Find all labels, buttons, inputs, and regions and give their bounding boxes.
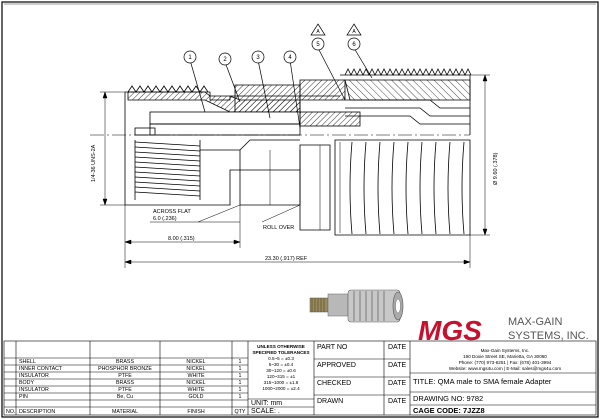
bom-header-description: DESCRIPTION — [19, 409, 55, 415]
delta-label-5: A — [316, 29, 320, 35]
tolerance-line: 315~1000 = ±1.6 — [264, 380, 299, 385]
bom-row-material: PTFE — [118, 373, 132, 379]
date-label: DATE — [388, 344, 406, 351]
tolerance-line: 0.5~5 = ±0.3 — [268, 356, 294, 361]
checked-label: CHECKED — [317, 380, 351, 387]
product-photo — [309, 289, 404, 323]
balloon-6 — [347, 37, 361, 51]
logo-name-line1: MAX-GAIN — [508, 316, 562, 328]
balloon-1-label: 1 — [188, 55, 192, 61]
bom-row-desc: INNER CONTACT — [19, 366, 63, 372]
balloon-1 — [183, 50, 197, 64]
bom-row-finish: WHITE — [187, 387, 205, 393]
balloon-2 — [218, 52, 232, 66]
bom-row-finish: NICKEL — [186, 380, 205, 386]
bom-row-finish: NICKEL — [186, 366, 205, 372]
bom-row-desc: INSULATOR — [19, 387, 49, 393]
tolerance-line: 1000~2000 = ±2.4 — [262, 386, 300, 391]
bom-row-finish: GOLD — [188, 394, 203, 400]
bom-row-qty: 1 — [239, 359, 242, 365]
logo-mark: MGS — [418, 315, 482, 346]
balloon-5-label: 5 — [316, 42, 320, 48]
balloons — [183, 23, 373, 129]
bom-row-desc: BODY — [19, 380, 34, 386]
across-flat-value: 6.0 (.236) — [153, 216, 177, 222]
bom-row-qty: 1 — [239, 394, 242, 400]
tolerance-line: 5~30 = ±0.4 — [269, 362, 294, 367]
unit-label: UNIT: mm — [251, 400, 282, 407]
cage-code: CAGE CODE: 7JZZ8 — [413, 406, 485, 415]
bom-row-material: BRASS — [116, 380, 134, 386]
tolerance-line: 30~120 = ±0.6 — [266, 368, 296, 373]
bom-row-material: Be, Cu — [117, 394, 133, 400]
drawn-label: DRAWN — [317, 398, 343, 405]
balloon-2-label: 2 — [223, 57, 227, 63]
tolerance-title-2: SPECIFIED TOLERANCES — [252, 350, 309, 355]
company-name: Max-Gain Systems, Inc. — [481, 348, 530, 353]
bom-row-finish: WHITE — [187, 373, 205, 379]
delta-mark-6 — [346, 23, 362, 36]
company-phone: Phone: (770) 973-6251 | Fax: (678) 401-3… — [459, 360, 552, 365]
delta-label-6: A — [352, 29, 356, 35]
date-label: DATE — [388, 380, 406, 387]
bom-header-qty: QTY — [235, 409, 246, 415]
balloon-3-label: 3 — [256, 55, 260, 61]
short-length-dimension: 8.00 (.315) — [168, 236, 195, 242]
date-label: DATE — [388, 362, 406, 369]
bom-row-qty: 1 — [239, 366, 242, 372]
drawing-number: DRAWING NO: 9782 — [413, 394, 483, 403]
tolerance-title-1: UNLESS OTHERWISE — [257, 344, 305, 349]
balloon-4-label: 4 — [288, 55, 292, 61]
roll-over-label: ROLL OVER — [263, 225, 294, 231]
balloon-6-label: 6 — [352, 42, 356, 48]
bom-row-qty: 1 — [239, 373, 242, 379]
balloon-5 — [311, 37, 325, 51]
date-label: DATE — [388, 398, 406, 405]
bom-row-material: PTFE — [118, 387, 132, 393]
bom-header-finish: FINISH — [187, 409, 205, 415]
bom-header-material: MATERIAL — [112, 409, 138, 415]
thread-lines — [134, 141, 201, 197]
across-flat-label: ACROSS FLAT — [153, 209, 191, 215]
company-logo: MGS MAX-GAIN SYSTEMS, INC. — [418, 315, 589, 346]
connector-drawing — [90, 68, 472, 236]
bom-row-desc: INSULATOR — [19, 373, 49, 379]
delta-mark-5 — [310, 23, 326, 36]
bom-row-finish: NICKEL — [186, 359, 205, 365]
bom-row-qty: 1 — [239, 387, 242, 393]
title-block — [3, 340, 597, 416]
diameter-dimension: Ø 9.60 (.378) — [493, 152, 499, 185]
part-no-label: PART NO — [317, 344, 348, 351]
bom-row-desc: SHELL — [19, 359, 36, 365]
bom-row-desc: PIN — [19, 394, 28, 400]
company-address: 190 Doxie Street SE, Marietta, GA 30060 — [463, 354, 547, 359]
drawing-title: TITLE: QMA male to SMA female Adapter — [413, 377, 552, 386]
bom-row-qty: 1 — [239, 380, 242, 386]
bom-header-no: NO. — [6, 409, 15, 415]
balloon-3 — [251, 50, 265, 64]
scale-label: SCALE: . — [251, 408, 280, 415]
approved-label: APPROVED — [317, 362, 356, 369]
bom-row-material: PHOSPHOR BRONZE — [98, 366, 152, 372]
company-web: Website: www.mgs4u.com | E-Mail: sales@m… — [449, 366, 561, 371]
dimension-lines — [100, 74, 490, 268]
bom-row-material: BRASS — [116, 359, 134, 365]
balloon-4 — [283, 50, 297, 64]
total-length-dimension: 23.30 (.917) REF — [265, 256, 308, 262]
tolerance-line: 120~315 = ±1 — [267, 374, 296, 379]
logo-name-line2: SYSTEMS, INC. — [508, 330, 589, 342]
thread-dimension: 1/4-36 UNS-2A — [91, 144, 97, 182]
